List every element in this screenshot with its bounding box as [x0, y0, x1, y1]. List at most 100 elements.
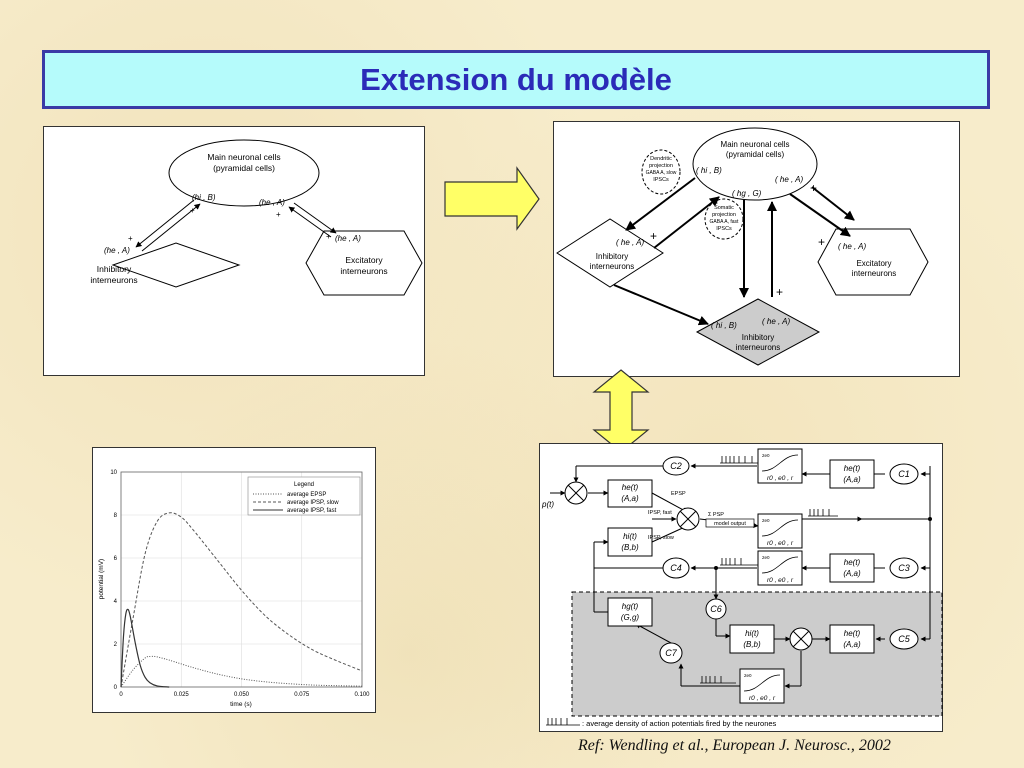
x-tick-label: 0.075: [294, 692, 310, 698]
jansen-model-panel: Main neuronal cells (pyramidal cells) (h…: [43, 126, 425, 376]
jansen-model-diagram: Main neuronal cells (pyramidal cells) (h…: [90, 139, 423, 296]
y-tick-label: 2: [114, 642, 118, 648]
plus-sign: +: [276, 210, 281, 219]
inhibitory-label: Inhibitory: [596, 252, 628, 261]
arrow-main-to-inhibitory: [625, 177, 696, 231]
excitatory-param: ( he , A): [838, 242, 866, 251]
epsp-label: EPSP: [671, 491, 686, 497]
block-he-params: (A,a): [621, 494, 639, 503]
block-hg: [607, 597, 653, 627]
page-title: Extension du modèle: [360, 61, 672, 97]
somatic-label: Somatic: [714, 205, 734, 211]
extended-model-diagram: Main neuronal cells (pyramidal cells) ( …: [556, 127, 929, 366]
model-output-box: [705, 518, 755, 528]
block-hi-params: (B,b): [743, 640, 761, 649]
sigmoid-params-label: r0 , e0 , r: [767, 577, 794, 584]
block-he-c3: [829, 553, 875, 583]
dendritic-projection-node: [641, 149, 681, 195]
excitatory-node: [817, 228, 929, 296]
plus-sign: +: [190, 206, 195, 215]
fast-he-a-label: ( he , A): [762, 317, 790, 326]
sigmoid-params-label: r0 , e0 , r: [767, 540, 794, 547]
block-he-label: he(t): [844, 629, 861, 638]
main-cells-sublabel: (pyramidal cells): [213, 163, 275, 173]
arrow-excitatory-to-main: [811, 186, 855, 221]
excitatory-sublabel: interneurons: [340, 266, 387, 276]
gain-c4-label: C4: [670, 563, 682, 573]
model-output-label: model output: [714, 521, 746, 527]
arrow-inhibitory-to-main: [141, 203, 201, 252]
block-he-input: [607, 479, 653, 508]
excitatory-label: Excitatory: [856, 259, 891, 268]
block-diagram: p(t) C2 C1 C3 C4 C5 C6 C7 he(t) (A,a) hi…: [541, 448, 943, 728]
plot-area: [120, 471, 363, 688]
inhibitory-param: ( he , A): [616, 238, 644, 247]
hi-b-label: (hi , B): [192, 193, 216, 202]
footer-caption: : average density of action potentials f…: [582, 719, 777, 728]
wire: [651, 525, 688, 543]
arrow-main-to-excitatory: [293, 202, 337, 234]
somatic-label: GABA A, fast: [710, 219, 740, 225]
y-tick-label: 4: [114, 599, 118, 605]
y-axis-label: potential (mV): [98, 559, 105, 599]
gain-c7: [659, 642, 683, 664]
sigmoid-params-label: r0 , e0 , r: [749, 695, 776, 702]
excitatory-param: (he , A): [335, 234, 361, 243]
minus-sign: -: [701, 316, 705, 330]
main-cells-label: Main neuronal cells: [207, 152, 280, 162]
extended-model-panel: Main neuronal cells (pyramidal cells) ( …: [553, 121, 960, 377]
plus-sign: +: [818, 235, 825, 249]
block-he-params: (A,a): [843, 640, 861, 649]
gain-c4: [662, 557, 690, 579]
sum-node-fast: [789, 627, 813, 651]
fast-inhibitory-label: Inhibitory: [742, 333, 774, 342]
y-tick-label: 6: [114, 556, 118, 562]
main-cells-node: [168, 139, 320, 207]
y-tick-label: 10: [110, 470, 117, 476]
main-cells-sublabel: (pyramidal cells): [726, 150, 785, 159]
ipsp-slow-label: IPSP, slow: [648, 535, 674, 541]
main-cells-node: [692, 127, 818, 201]
gain-c6: [705, 598, 727, 620]
inhibitory-sublabel: interneurons: [90, 275, 137, 285]
block-hg-label: hg(t): [622, 602, 639, 611]
right-arrow-icon: [444, 166, 540, 231]
hi-b-label: ( hi , B): [696, 166, 722, 175]
fast-inhibitory-node: [695, 298, 821, 366]
block-hi-label: hi(t): [623, 532, 637, 541]
somatic-label: projection: [712, 212, 736, 218]
arrow-inhibitory-to-main: [653, 196, 720, 249]
x-axis-label: time (s): [230, 701, 252, 708]
spike-train-icon: [546, 456, 838, 726]
dendritic-label: projection: [649, 163, 673, 169]
legend-epsp-label: average EPSP: [287, 492, 326, 498]
inhibitory-node: [111, 242, 241, 288]
junction-dot: [928, 517, 932, 521]
wire: [651, 492, 688, 513]
sigmoid-max-label: 2e0: [762, 518, 770, 523]
gain-c3-label: C3: [898, 563, 910, 573]
gain-c2-label: C2: [670, 461, 682, 471]
x-tick-label: 0.050: [234, 692, 250, 698]
ipsp-fast-label: IPSP, fast: [648, 510, 672, 516]
junction-dot: [714, 566, 718, 570]
inhibitory-param: (he , A): [104, 246, 130, 255]
block-he-label: he(t): [844, 558, 861, 567]
sum-node-output: [676, 507, 700, 531]
block-he-label: he(t): [844, 464, 861, 473]
plus-sign: +: [776, 285, 783, 299]
reference-citation: Ref: Wendling et al., European J. Neuros…: [578, 737, 891, 754]
gain-c1-label: C1: [898, 469, 910, 479]
excitatory-node: [305, 230, 423, 296]
dendritic-label: IPSCs: [653, 177, 669, 183]
series-line-0: [120, 655, 363, 688]
inhibitory-sublabel: interneurons: [590, 262, 634, 271]
legend-ipsp-slow-label: average IPSP, slow: [287, 500, 339, 506]
sigmoid-params-label: r0 , e0 , r: [767, 475, 794, 482]
connection-arrows: [613, 177, 855, 326]
sigmoid-max-label: 2e0: [762, 555, 770, 560]
sum-node-input: [564, 481, 588, 505]
legend: Legend average EPSP average IPSP, slow a…: [247, 476, 361, 516]
dendritic-label: Dendritic: [650, 156, 672, 162]
